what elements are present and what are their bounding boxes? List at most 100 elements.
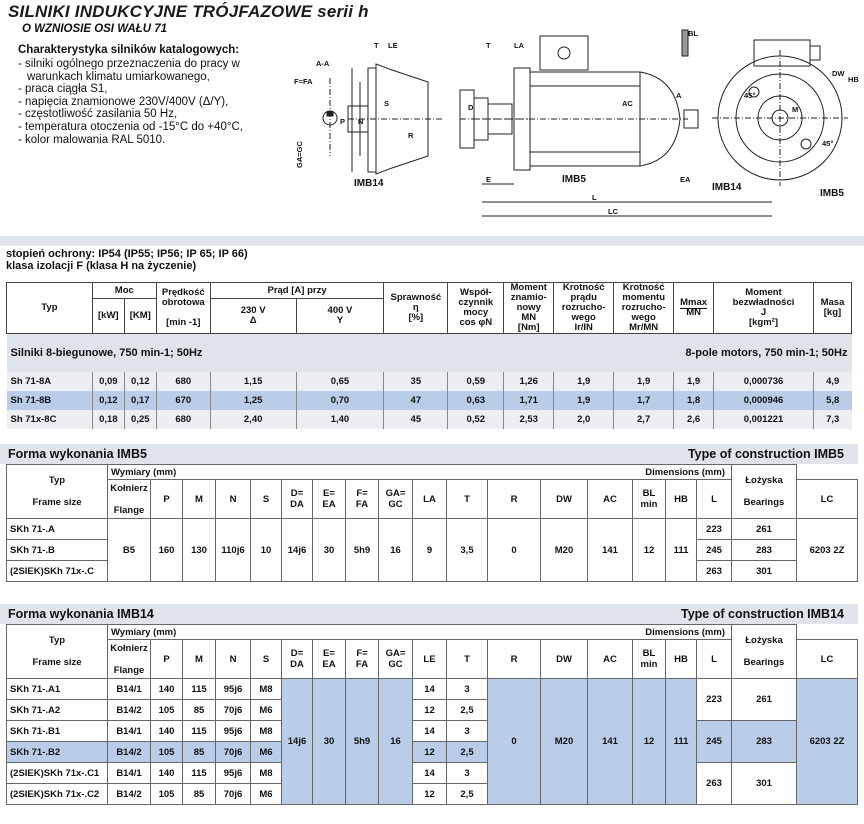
shared-dimension: 14j6: [281, 678, 313, 805]
drawing-label-d: D: [468, 103, 474, 112]
page-subtitle: O WZNIOSIE OSI WAŁU 71: [22, 23, 168, 35]
dimension-value: 12: [632, 518, 666, 582]
length-lc: 283: [731, 539, 797, 561]
shared-dimension: 16: [378, 678, 413, 805]
header-col: L: [696, 479, 732, 519]
table-cell: 2,7: [613, 410, 675, 429]
length-lc: 261: [731, 678, 797, 721]
characteristic-item: - silniki ogólnego przeznaczenia do prac…: [18, 58, 240, 83]
dimension-value: 115: [182, 720, 216, 742]
table-cell: 0,59: [447, 372, 505, 391]
header-dimensions-en: Dimensions (mm): [446, 464, 732, 480]
drawing-label-s: S: [384, 99, 389, 108]
dimension-value: 140: [150, 762, 183, 784]
table-cell: Sh 71x-8C: [6, 410, 93, 429]
frame-type: SKh 71-.B2: [6, 741, 108, 763]
drawing-label-lc: LC: [608, 207, 619, 216]
dimension-value: 141: [587, 518, 633, 582]
header-col: S: [250, 639, 282, 679]
drawing-label-la: LA: [514, 41, 525, 50]
length-l: 245: [696, 720, 732, 763]
dimension-value: B14/2: [107, 741, 151, 763]
frame-type: (2SIEK)SKh 71x-.C: [6, 560, 108, 582]
drawing-label-imb14-right: IMB14: [712, 182, 742, 193]
drawing-label-ac: AC: [622, 99, 633, 108]
table-cell: 1,26: [503, 372, 555, 391]
drawing-label-gagc: GA=GC: [295, 141, 304, 168]
table-cell: 1,71: [503, 391, 555, 410]
dimension-value: 85: [182, 741, 216, 763]
table-cell: 4,9: [813, 372, 852, 391]
frame-type: SKh 71-.B1: [6, 720, 108, 742]
length-l: 263: [696, 762, 732, 805]
dimension-value: 105: [150, 741, 183, 763]
characteristics-heading: Charakterystyka silników katalogowych:: [18, 44, 240, 56]
dimension-value: 160: [150, 518, 183, 582]
header-col: LC: [796, 479, 858, 519]
t-value: 2,5: [446, 783, 488, 805]
length-l: 263: [696, 560, 732, 582]
dimension-value: 111: [665, 518, 697, 582]
dimension-value: B14/2: [107, 699, 151, 721]
header-dimensions-en: Dimensions (mm): [446, 624, 732, 640]
shared-dimension: 12: [632, 678, 666, 805]
dimension-value: 70j6: [215, 741, 251, 763]
le-value: 12: [412, 783, 447, 805]
dimension-value: 0: [487, 518, 541, 582]
table-cell: 47: [383, 391, 449, 410]
table-cell: 0,09: [92, 372, 125, 391]
header-col: LE: [412, 639, 447, 679]
drawing-label-r: R: [408, 131, 414, 140]
table-cell: 670: [156, 391, 211, 410]
shared-dimension: 30: [312, 678, 346, 805]
imb5-title-bar: Forma wykonania IMB5 Type of constructio…: [0, 444, 858, 464]
header-kw: [kW]: [91, 298, 125, 334]
drawing-label-ea: EA: [680, 175, 691, 184]
drawing-label-imb5-right: IMB5: [820, 188, 844, 199]
t-value: 3: [446, 762, 488, 784]
dimension-value: B14/1: [107, 678, 151, 700]
drawing-label-n: N: [358, 117, 363, 126]
table-cell: 0,18: [92, 410, 125, 429]
dimension-value: 70j6: [215, 699, 251, 721]
imb14-title-pl: Forma wykonania IMB14: [8, 607, 154, 621]
dimension-value: M20: [540, 518, 588, 582]
header-col: F=FA: [345, 639, 379, 679]
dimension-value: 85: [182, 699, 216, 721]
table-cell: 1,8: [673, 391, 715, 410]
header-col: GA=GC: [378, 479, 413, 519]
table-cell: 0,000946: [713, 391, 814, 410]
drawing-label-aa: A-A: [316, 59, 330, 68]
table-cell: 0,12: [124, 372, 157, 391]
frame-type: SKh 71-.B: [6, 539, 108, 561]
drawing-label-hb: HB: [848, 75, 859, 84]
header-col: HB: [665, 639, 697, 679]
header-col: S: [250, 479, 282, 519]
characteristics-list: - silniki ogólnego przeznaczenia do prac…: [18, 58, 288, 146]
shared-dimension: 111: [665, 678, 697, 805]
table-cell: 1,40: [296, 410, 385, 429]
drawing-label-45a: 45°: [744, 91, 755, 100]
section-pl: Silniki 8-biegunowe, 750 min-1; 50Hz: [6, 333, 448, 372]
dimension-value: 85: [182, 783, 216, 805]
table-cell: 1,25: [210, 391, 297, 410]
frame-type: (2SIEK)SKh 71x-.C1: [6, 762, 108, 784]
dimension-value: 14j6: [281, 518, 313, 582]
header-type: Typ: [6, 282, 93, 334]
t-value: 2,5: [446, 699, 488, 721]
characteristic-item: - praca ciągła S1,: [18, 83, 108, 96]
dimension-value: 95j6: [215, 762, 251, 784]
header-col: P: [150, 639, 183, 679]
dimension-value: 3,5: [446, 518, 488, 582]
